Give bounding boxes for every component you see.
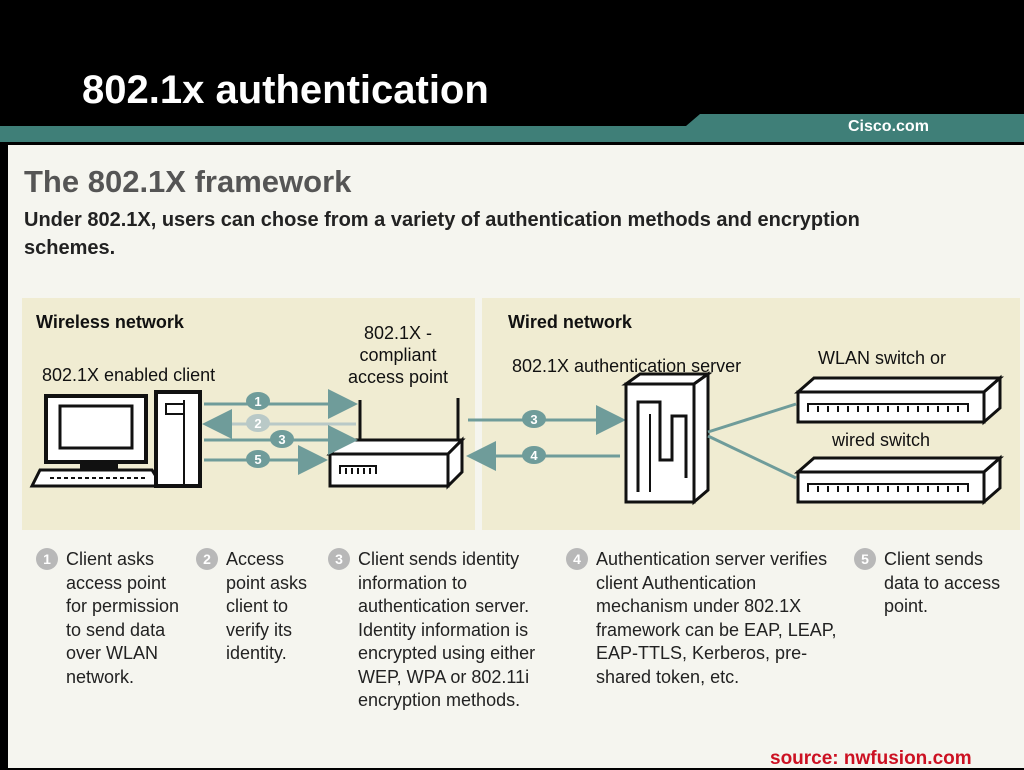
- authentication-server-icon: [621, 371, 713, 506]
- wlan-switch-icon: [794, 374, 1004, 426]
- slide-title: 802.1x authentication: [82, 68, 489, 112]
- svg-text:1: 1: [254, 394, 261, 409]
- step-text: Authentication server verifies client Au…: [596, 549, 837, 687]
- step-number-badge: 4: [566, 548, 588, 570]
- step-number-badge: 3: [328, 548, 350, 570]
- access-point-label: 802.1X - compliant access point: [330, 322, 466, 388]
- server-switch-link-1: [707, 402, 797, 434]
- svg-text:3: 3: [278, 432, 285, 447]
- server-switch-link-2: [707, 434, 797, 480]
- step-3: 3 Client sends identity information to a…: [328, 548, 562, 713]
- framework-subtitle: Under 802.1X, users can chose from a var…: [24, 209, 860, 259]
- step-4: 4 Authentication server verifies client …: [566, 548, 846, 689]
- step-5: 5 Client sends data to access point.: [854, 548, 1006, 619]
- access-point-icon: [326, 398, 466, 490]
- wired-network-label: Wired network: [508, 312, 632, 332]
- wireless-network-label: Wireless network: [36, 312, 184, 332]
- framework-title: The 802.1X framework: [24, 164, 352, 199]
- access-point-label-line-2: compliant: [359, 345, 437, 365]
- arrow-badge-2: 2: [246, 414, 270, 432]
- source-credit: source: nwfusion.com: [770, 748, 972, 769]
- step-1: 1 Client asks access point for permissio…: [36, 548, 190, 689]
- step-text: Client sends identity information to aut…: [358, 549, 536, 710]
- step-number-badge: 5: [854, 548, 876, 570]
- svg-text:2: 2: [254, 416, 261, 431]
- svg-text:3: 3: [530, 412, 537, 427]
- step-text: Client sends data to access point.: [884, 549, 1001, 616]
- step-text: Client asks access point for permission …: [66, 549, 180, 687]
- client-computer-icon: [29, 390, 202, 488]
- teal-band: [0, 114, 1024, 142]
- switch-label-2: wired switch: [832, 430, 931, 450]
- arrow-badge-3: 3: [270, 430, 294, 448]
- client-label: 802.1X enabled client: [42, 365, 216, 385]
- access-point-label-line-3: access point: [347, 367, 449, 387]
- step-2: 2 Access point asks client to verify its…: [196, 548, 322, 666]
- arrow-badge-4: 4: [522, 446, 546, 464]
- switch-label-1: WLAN switch or: [818, 348, 947, 368]
- svg-text:4: 4: [530, 448, 538, 463]
- server-label: 802.1X authentication server: [512, 356, 742, 376]
- step-number-badge: 1: [36, 548, 58, 570]
- arrow-badge-5: 5: [246, 450, 270, 468]
- step-number-badge: 2: [196, 548, 218, 570]
- wired-switch-icon: [794, 454, 1004, 506]
- brand-label: Cisco.com: [848, 118, 929, 135]
- svg-text:5: 5: [254, 452, 261, 467]
- step-text: Access point asks client to verify its i…: [226, 549, 308, 663]
- arrow-badge-3b: 3: [522, 410, 546, 428]
- arrow-badge-1: 1: [246, 392, 270, 410]
- access-point-label-line-1: 802.1X -: [363, 323, 433, 343]
